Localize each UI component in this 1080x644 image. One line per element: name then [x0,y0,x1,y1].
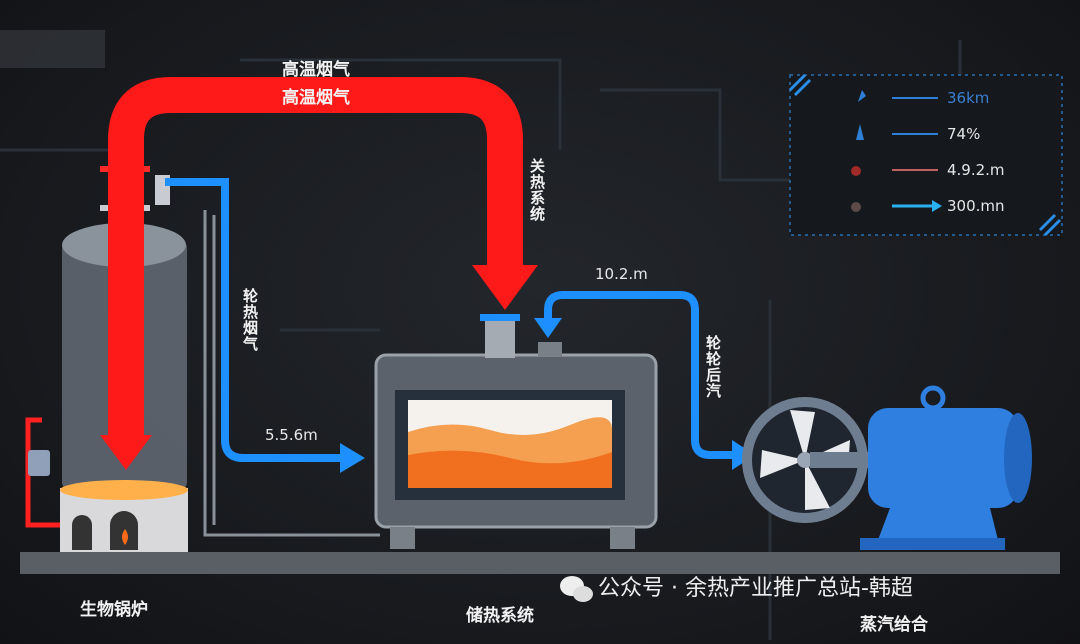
label-storage: 储热系统 [466,606,534,626]
hot-flue-pipe [100,77,538,470]
legend-value-distance: 36km [947,89,990,107]
label-turbine-steam: 轮轮后汽 [704,335,722,399]
watermark: 公众号 · 余热产业推广总站-韩超 [598,576,913,601]
label-hot-flue-gas: 高温烟气 [282,88,350,108]
legend-icons [851,90,866,212]
steam-pipes [165,178,735,462]
wechat-icon [560,576,593,602]
label-boiler: 生物锅炉 [80,600,148,620]
blurred-logo [0,30,105,68]
measurement-return: 10.2.m [595,265,648,283]
fire-icon [851,166,861,176]
drop-icon [856,124,864,140]
thermal-storage-tank [374,314,658,549]
measurement-inlet: 5.5.6m [265,426,318,444]
label-heat-system: 关热系统 [528,158,546,222]
floor-platform [20,552,1060,574]
arrow-icon [340,443,365,473]
legend-value-length: 4.9.2.m [947,161,1005,179]
grey-pipes [203,210,380,537]
flame-icon [858,90,866,102]
label-steam-unit: 蒸汽给合 [860,615,928,635]
legend-value-percent: 74% [947,125,981,143]
legend-value-speed: 300.mn [947,197,1005,215]
label-hot-flue-gas-top: 高温烟气 [282,60,350,80]
water-drop-gauge-icon [28,450,50,476]
arrow-icon [534,318,562,338]
legend-frame [788,73,1063,237]
steam-turbine-generator [742,385,1032,550]
label-waste-heat-flue: 轮热烟气 [241,288,259,352]
gear-icon [851,202,861,212]
